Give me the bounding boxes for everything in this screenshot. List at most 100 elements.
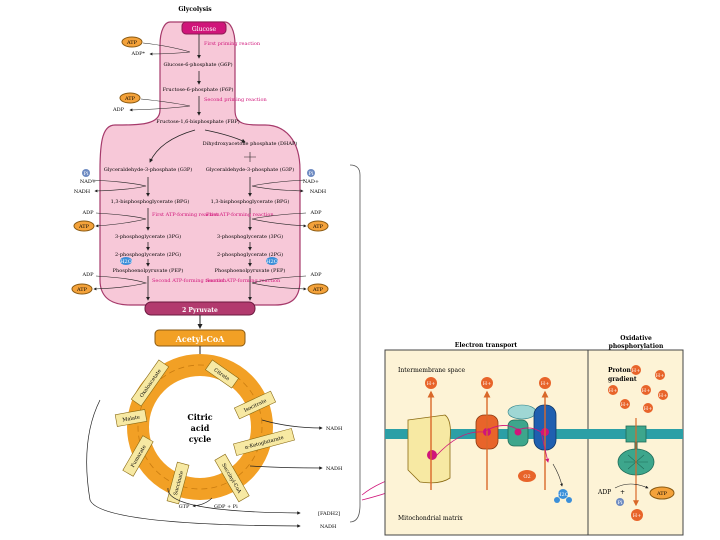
nadh-2-label: NADH xyxy=(326,466,343,472)
pyruvate-label: 2 Pyruvate xyxy=(182,307,218,314)
nadh-1-label: NADH xyxy=(326,426,343,432)
gradient-h-2 xyxy=(655,370,665,380)
atp-out-left-2 xyxy=(71,283,93,295)
glycolysis-title: Glycolysis xyxy=(178,6,212,13)
synthase-pi-label: Pi xyxy=(618,500,623,506)
matrix-h-plus xyxy=(631,509,643,521)
gradient-h-4-label: H+ xyxy=(642,388,651,394)
synthase-atp xyxy=(649,486,675,500)
synthase-plus-label: + xyxy=(620,489,625,496)
gradient-h-5 xyxy=(658,390,668,400)
atp-synthesis-arrow xyxy=(614,483,649,489)
adp-in-right-2: ADP xyxy=(310,272,323,278)
gtp-label: GTP xyxy=(179,504,190,510)
fbp-label: Fructose-1,6-bisphosphate (FBP) xyxy=(156,118,240,125)
3pg-left-label: 3-phosphoglycerate (3PG) xyxy=(115,233,181,240)
atp-consume-arrow-2 xyxy=(130,98,191,110)
2pg-left-label: 2-phosphoglycerate (2PG) xyxy=(115,251,181,258)
gradient-h-3-label: H+ xyxy=(609,388,618,394)
matrix-label: Mitochondrial matrix xyxy=(398,515,463,522)
gradient-h-7 xyxy=(643,403,653,413)
bpg-right-label: 1,3-bisphosphoglycerate (BPG) xyxy=(211,198,290,205)
atp-formation-arrow-right-2 xyxy=(251,275,307,291)
oxygen-molecule xyxy=(518,470,536,482)
atp-input-2-label: ATP xyxy=(124,96,136,102)
nad-in-left-label: NAD+ xyxy=(80,179,96,185)
pep-left-label: Phosphoenolpyruvate (PEP) xyxy=(113,267,184,274)
complex-i-electron xyxy=(427,450,437,460)
complex-ii-electron xyxy=(514,428,522,436)
arrow-to-nadh-bottom xyxy=(86,399,301,528)
first-priming-label: First priming reaction xyxy=(204,41,261,47)
gradient-h-3 xyxy=(608,385,618,395)
h2o-out-left-label: H2O xyxy=(120,259,132,265)
gradient-h-1-label: H+ xyxy=(632,368,641,374)
pi-in-right-label: Pi xyxy=(309,171,314,177)
h-plus-1 xyxy=(425,377,437,389)
atp-formation-arrow-left-2 xyxy=(93,275,148,291)
3pg-right-label: 3-phosphoglycerate (3PG) xyxy=(217,233,283,240)
citric-acid-cycle-direction xyxy=(137,364,263,490)
atp-out-left-1-label: ATP xyxy=(78,224,90,230)
intermembrane-label: Intermembrane space xyxy=(398,367,465,374)
water-molecule xyxy=(558,489,568,499)
electron-transport-title: Electron transport xyxy=(455,342,518,349)
cycle-title-line1: Citric xyxy=(187,412,212,422)
atp-input-2 xyxy=(119,92,141,104)
nadh-out-right-label: NADH xyxy=(310,189,327,195)
h-plus-2 xyxy=(481,377,493,389)
atp-out-left-2-label: ATP xyxy=(76,287,88,293)
glucose-box xyxy=(181,21,227,35)
atp-input-1 xyxy=(121,36,143,48)
cytochrome-c xyxy=(507,404,537,420)
arrow-to-fadh2 xyxy=(167,487,301,515)
acetyl-coa-label: Acetyl-CoA xyxy=(175,334,226,344)
electron-flow-path xyxy=(435,425,550,463)
bpg-left-label: 1,3-bisphosphoglycerate (BPG) xyxy=(111,198,190,205)
pi-in-left xyxy=(82,169,90,177)
cycle-title-line2: acid xyxy=(191,423,210,433)
g6p-label: Glucose-6-phosphate (G6P) xyxy=(163,61,232,68)
atp-out-right-2 xyxy=(307,283,329,295)
arrow-fbp-g3p xyxy=(149,129,196,163)
proton-gradient-line1: Proton xyxy=(608,367,631,374)
gdp-gtp-arrow xyxy=(192,497,213,508)
succinate-tag: Succinate xyxy=(166,461,190,505)
gradient-h-6-label: H+ xyxy=(621,402,630,408)
oxygen-label: O2 xyxy=(523,474,530,480)
gradient-h-1 xyxy=(631,365,641,375)
nadh-bottom-label: NADH xyxy=(320,524,337,530)
pep-right-label: Phosphoenolpyruvate (PEP) xyxy=(215,267,286,274)
atp-out-right-1-label: ATP xyxy=(312,224,324,230)
pi-in-left-label: Pi xyxy=(84,171,89,177)
gradient-h-6 xyxy=(620,399,630,409)
synthase-pi xyxy=(616,498,624,506)
arrow-to-nadh-1 xyxy=(261,419,323,430)
pi-in-right xyxy=(307,169,315,177)
malate-label: Malate xyxy=(122,414,140,423)
glucose-label: Glucose xyxy=(192,26,217,33)
malate-tag: Malate xyxy=(114,409,148,427)
h2o-out-left xyxy=(120,257,132,265)
second-atp-forming-right: Second ATP-forming reaction xyxy=(206,278,281,284)
fadh2-label: [FADH2] xyxy=(318,511,340,517)
arrow-fbp-dhap xyxy=(204,129,246,143)
atp-input-1-label: ATP xyxy=(126,40,138,46)
second-atp-forming-left: Second ATP-forming reaction xyxy=(152,278,227,284)
glycolysis-cytoplasm-shape xyxy=(99,21,301,306)
h-plus-1-label: H+ xyxy=(427,381,436,387)
second-priming-label: Second priming reaction xyxy=(204,97,267,103)
synthase-adp-label: ADP xyxy=(597,489,611,496)
g3p-right-label: Glyceraldehyde-3-phosphate (G3P) xyxy=(206,166,295,173)
atp-formation-arrow-left-1 xyxy=(95,212,147,228)
oxidative-title-line2: phosphorylation xyxy=(609,343,664,350)
gradient-h-2-label: H+ xyxy=(656,373,665,379)
oxidative-title-line1: Oxidative xyxy=(620,335,652,342)
water-formation-arrow xyxy=(552,463,563,487)
f6p-label: Fructose-6-phosphate (F6P) xyxy=(163,86,234,93)
carrier-bracket xyxy=(349,164,361,523)
proton-gradient-cluster: H+ H+ H+ H+ H+ H+ H+ xyxy=(608,365,668,413)
water-h-2 xyxy=(566,497,572,503)
